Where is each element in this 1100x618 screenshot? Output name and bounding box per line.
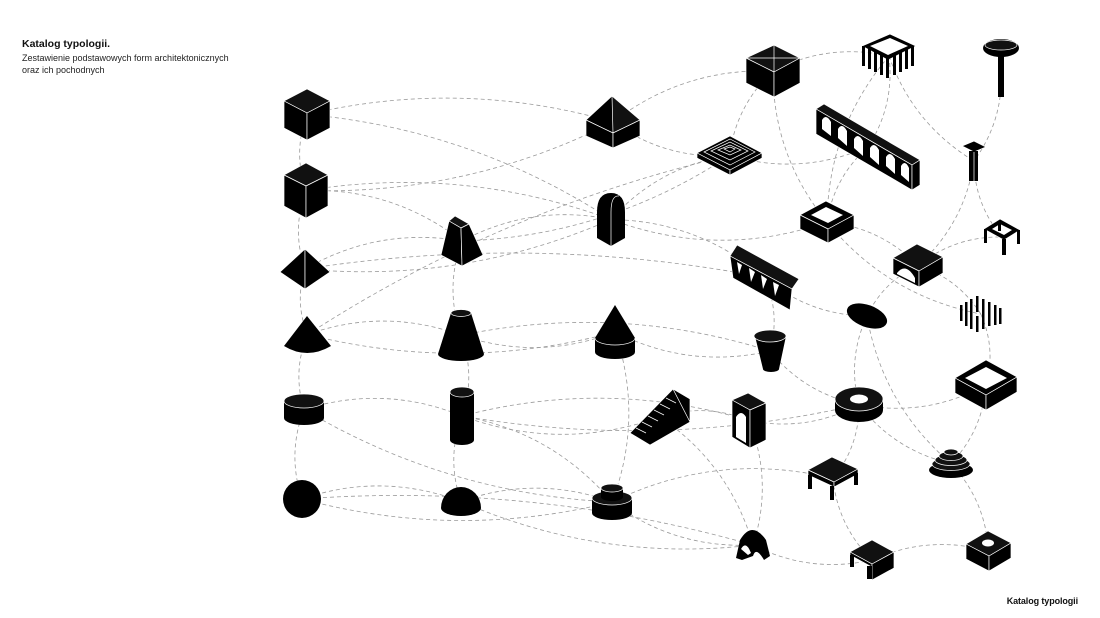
connection-line <box>659 416 754 546</box>
connection-line <box>460 331 616 348</box>
sphere-form <box>283 480 321 518</box>
catalog-header: Katalog typologii. Zestawienie podstawow… <box>22 38 262 76</box>
four-leg-frame-form <box>983 218 1021 255</box>
pierced-block-form <box>965 530 1012 572</box>
connection-line <box>772 70 828 223</box>
connection-line <box>306 97 614 123</box>
hollow-square-form <box>799 200 855 244</box>
subtitle-line-1: Zestawienie podstawowych form architekto… <box>22 53 229 63</box>
truncated-pyramid-form <box>440 215 484 267</box>
connection-line <box>461 214 612 242</box>
arcade-form <box>815 103 921 191</box>
subtitle-line-2: oraz ich pochodnych <box>22 64 105 75</box>
disc-cylinder-form <box>283 393 325 425</box>
column-capital-form <box>961 140 987 181</box>
connection-line <box>460 487 613 503</box>
connection-line <box>866 315 952 464</box>
connection-line <box>303 409 613 503</box>
connection-line <box>301 498 613 521</box>
stepped-cylinder-form <box>591 483 633 520</box>
stepped-pyramid-form <box>696 135 763 176</box>
inverted-cone-form <box>753 329 787 372</box>
connection-line <box>461 397 750 421</box>
arched-block-form <box>597 193 625 246</box>
arched-gate-form <box>731 392 767 449</box>
connection-line <box>610 219 828 241</box>
cone-on-cylinder-form <box>594 305 636 359</box>
connection-line <box>461 415 661 435</box>
table-form <box>807 456 859 500</box>
ellipse-disc-form <box>846 303 888 329</box>
connection-line <box>611 468 834 503</box>
bridge-block-form <box>849 539 895 581</box>
portico-frame-form <box>861 33 917 78</box>
connection-line <box>303 397 463 417</box>
connection-line <box>461 415 613 503</box>
connection-line <box>305 121 614 192</box>
connection-line <box>826 221 981 315</box>
open-box-form <box>745 44 801 98</box>
typology-shapes <box>279 33 1021 581</box>
connection-line <box>304 237 463 270</box>
truncated-cone-form <box>438 309 484 361</box>
tall-block-form <box>283 162 329 219</box>
connection-line <box>304 252 765 278</box>
connection-line <box>306 114 612 220</box>
sawtooth-wall-form <box>729 244 800 311</box>
connection-line <box>460 501 754 550</box>
connection-line <box>305 182 612 220</box>
connection-line <box>307 155 730 335</box>
cube-form <box>283 88 331 141</box>
colonnade-square-form <box>960 296 1002 332</box>
connection-line <box>305 189 463 242</box>
vault-block-form <box>892 243 944 288</box>
page-subtitle: Zestawienie podstawowych form architekto… <box>22 53 262 76</box>
connection-line <box>461 155 730 242</box>
courtyard-box-form <box>954 359 1018 411</box>
connection-lines <box>294 51 1003 565</box>
mushroom-column-form <box>983 39 1019 97</box>
stepped-dome-form <box>929 448 973 478</box>
pyramid-form <box>279 248 331 290</box>
hip-roof-house-form <box>585 95 641 149</box>
dome-on-legs-form <box>736 530 770 560</box>
connection-line <box>301 485 462 502</box>
connection-line <box>826 55 890 223</box>
page-title: Katalog typologii. <box>22 38 111 50</box>
cylinder-form <box>449 386 475 445</box>
connection-line <box>614 331 771 358</box>
connection-line <box>611 501 754 546</box>
connection-line <box>307 320 462 336</box>
ring-form <box>834 386 884 422</box>
cone-form <box>284 316 331 353</box>
connection-line <box>832 478 873 561</box>
hemisphere-form <box>441 487 481 516</box>
connection-line <box>752 544 873 565</box>
footer-label: Katalog typologii <box>1006 596 1078 606</box>
staircase-form <box>629 388 691 446</box>
connection-line <box>301 495 754 546</box>
